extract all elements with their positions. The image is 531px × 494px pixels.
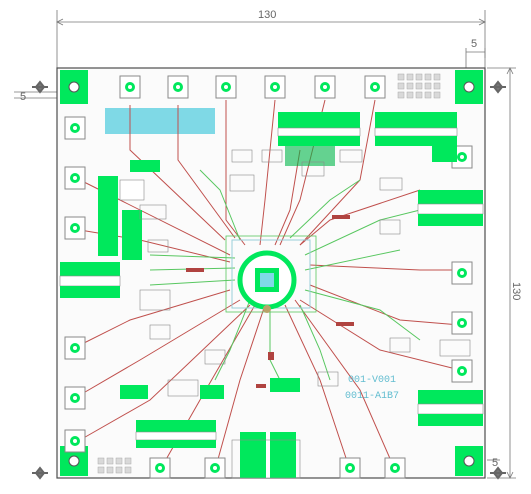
silkscreen-line-1: 001-V001 <box>348 375 396 386</box>
resistor-marks <box>186 215 354 388</box>
corner-top-right-label: 5 <box>471 38 477 50</box>
corner-bottom-right-label: 5 <box>492 457 498 469</box>
right-pad-column <box>451 145 473 383</box>
dimension-annotations <box>14 10 516 479</box>
corner-top-left-label: 5 <box>20 91 26 103</box>
bottom-pad-row <box>149 457 406 479</box>
crosshair-mount-icon <box>32 80 506 480</box>
top-pad-row <box>119 75 386 99</box>
central-ic-icon <box>225 235 317 313</box>
keepout-zone <box>105 108 215 134</box>
smd-outlines <box>139 149 471 479</box>
left-pad-column <box>64 116 86 453</box>
bottom-left-pad-grid <box>97 457 132 474</box>
height-dimension-label: 130 <box>510 282 522 300</box>
copper-components <box>59 112 484 478</box>
width-dimension-label: 130 <box>258 9 276 21</box>
silkscreen-line-2: 0011-A1B7 <box>345 391 399 402</box>
top-right-pad-grid <box>397 73 441 99</box>
